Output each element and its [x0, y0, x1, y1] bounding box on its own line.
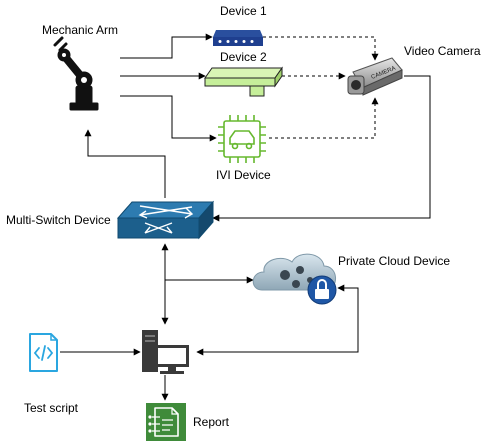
test-script-label: Test script — [24, 401, 79, 415]
car-chip-icon[interactable] — [218, 115, 266, 163]
connectors — [60, 33, 431, 401]
edge-camera-to-switch — [212, 75, 431, 222]
video-camera-label: Video Camera — [404, 44, 481, 58]
device1-label: Device 1 — [220, 4, 267, 18]
edge-ivi-to-camera — [269, 97, 379, 139]
edge-arm-to-ivi — [120, 95, 217, 142]
edge-switch-to-arm — [84, 129, 166, 198]
edge-arm-to-device1 — [120, 33, 213, 59]
report-icon[interactable] — [146, 403, 186, 441]
workstation-icon[interactable] — [142, 330, 189, 374]
edge-switch-to-cloud — [161, 243, 254, 284]
edge-device1-to-camera — [263, 36, 379, 61]
ivi-device-label: IVI Device — [216, 168, 271, 182]
cloud-lock-icon[interactable] — [252, 253, 337, 305]
mechanic-arm-label: Mechanic Arm — [42, 23, 119, 37]
code-file-icon[interactable] — [29, 333, 58, 372]
server-box-icon[interactable] — [204, 66, 283, 97]
device2-label: Device 2 — [220, 50, 267, 64]
report-label: Report — [193, 415, 230, 429]
switch-icon[interactable] — [116, 200, 215, 240]
edge-cloud-to-computer — [196, 284, 359, 356]
private-cloud-label: Private Cloud Device — [338, 254, 451, 268]
multi-switch-label: Multi-Switch Device — [6, 213, 111, 227]
camera-icon[interactable]: CAMERA — [347, 57, 403, 96]
network-device-icon[interactable] — [213, 30, 263, 46]
robot-arm-icon[interactable] — [53, 36, 99, 111]
